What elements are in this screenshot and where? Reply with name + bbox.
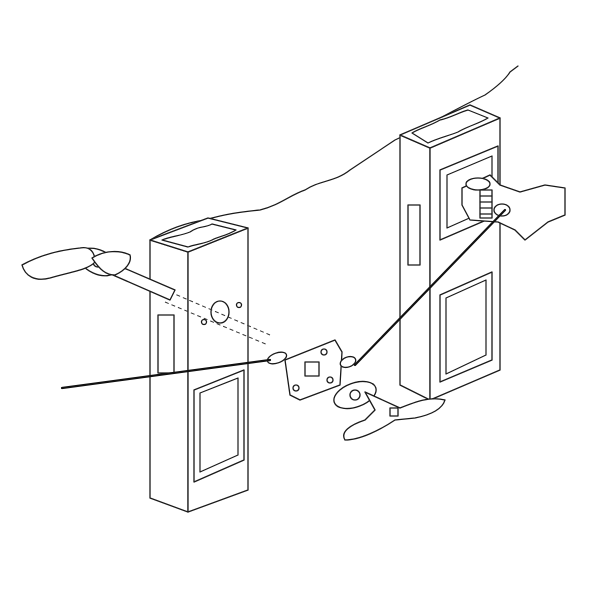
left-window xyxy=(193,369,245,483)
left-slot xyxy=(157,314,175,374)
wall-break-line xyxy=(149,65,519,241)
right-door-post xyxy=(399,104,501,401)
latch-keeper xyxy=(461,174,566,241)
cam-plate xyxy=(266,339,357,401)
inside-t-handle xyxy=(333,380,446,441)
spindle-hole xyxy=(210,300,230,324)
right-window xyxy=(439,271,493,383)
release-cable xyxy=(60,358,272,390)
outside-t-handle xyxy=(21,246,271,346)
link-cable xyxy=(353,208,507,367)
right-slot xyxy=(407,204,421,266)
